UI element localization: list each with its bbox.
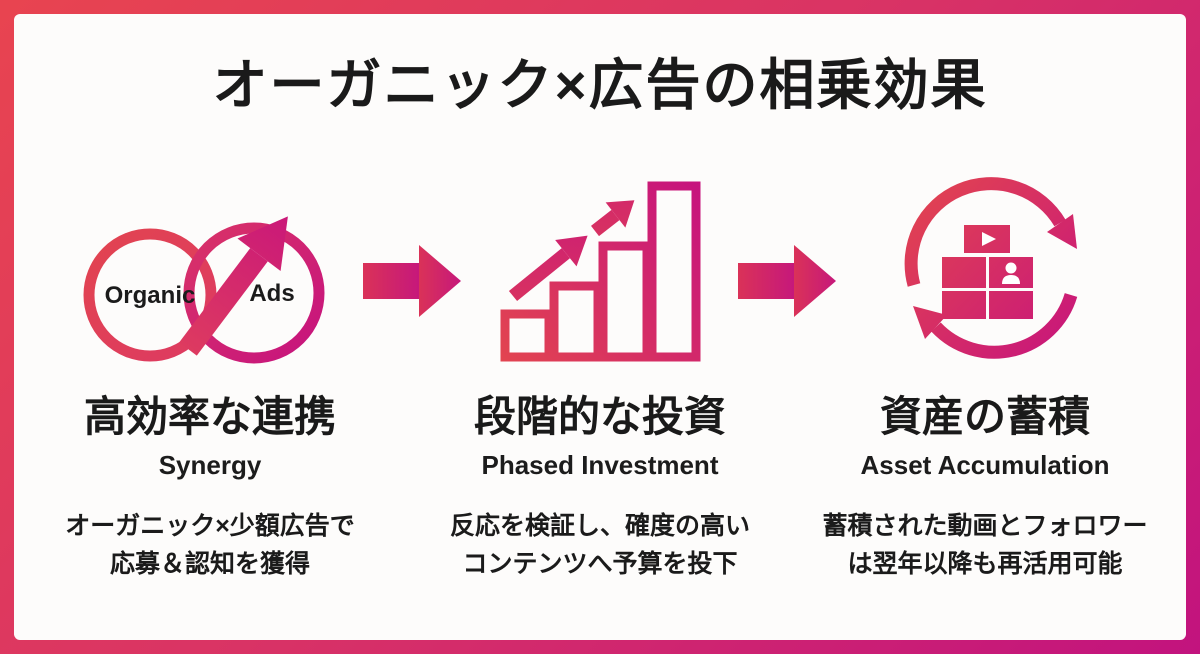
play-icon [982, 232, 996, 247]
content-block-bl [942, 291, 986, 320]
person-icon [1002, 262, 1020, 285]
flow-arrow-1-icon [363, 245, 461, 318]
column-synergy: 高効率な連携 Synergy オーガニック×少額広告で応募＆認知を獲得 [20, 396, 400, 583]
page-title: オーガニック×広告の相乗効果 [212, 54, 988, 116]
column-subheading: Synergy [158, 450, 262, 481]
venn-left-label: Organic [105, 282, 196, 309]
bar-2 [549, 281, 603, 362]
column-heading: 段階的な投資 [473, 393, 726, 441]
chart-arrow-2 [590, 200, 635, 237]
bar-4 [647, 181, 701, 362]
bar-3 [598, 241, 652, 362]
column-subheading: Asset Accumulation [860, 450, 1110, 481]
desc-line-1: 反応を検証し、確度の高い [450, 512, 751, 541]
icons-row: Organic Ads [14, 159, 1186, 404]
column-asset-accumulation: 資産の蓄積 Asset Accumulation 蓄積された動画とフォロワーは翌… [820, 396, 1150, 583]
cycle-bottom-arc [931, 293, 1078, 359]
column-subheading: Phased Investment [481, 450, 719, 481]
column-phased-investment: 段階的な投資 Phased Investment 反応を検証し、確度の高いコンテ… [450, 396, 750, 583]
column-description: オーガニック×少額広告で応募＆認知を獲得 [20, 508, 400, 583]
column-description: 蓄積された動画とフォロワーは翌年以降も再活用可能 [820, 508, 1150, 583]
growth-bar-chart-icon [500, 181, 701, 362]
content-block-br [989, 291, 1033, 320]
organic-ads-venn-icon: Organic Ads [83, 216, 325, 364]
content-block-tl [942, 257, 986, 289]
bar-1 [500, 309, 554, 362]
desc-line-2: は翌年以降も再活用可能 [847, 549, 1123, 578]
desc-line-2: 応募＆認知を獲得 [109, 549, 310, 578]
growth-arrow-icon [179, 216, 288, 356]
column-heading: 高効率な連携 [83, 393, 336, 441]
flow-arrow-2-icon [738, 245, 836, 318]
cycle-top-arc [904, 177, 1066, 287]
organic-circle [83, 228, 217, 362]
desc-line-1: 蓄積された動画とフォロワー [822, 512, 1148, 541]
venn-right-label: Ads [249, 280, 294, 307]
content-panel: オーガニック×広告の相乗効果 [14, 14, 1186, 640]
desc-line-2: コンテンツへ予算を投下 [462, 549, 738, 578]
content-recycle-icon [904, 177, 1078, 359]
column-heading: 資産の蓄積 [879, 393, 1090, 441]
desc-line-1: オーガニック×少額広告で [65, 512, 355, 541]
text-columns: 高効率な連携 Synergy オーガニック×少額広告で応募＆認知を獲得 段階的な… [14, 396, 1186, 583]
cycle-bottom-arrowhead [913, 306, 947, 340]
ads-circle [183, 222, 325, 364]
column-description: 反応を検証し、確度の高いコンテンツへ予算を投下 [450, 508, 750, 583]
cycle-top-arrowhead [1047, 214, 1077, 250]
chart-arrow-1 [508, 235, 588, 302]
